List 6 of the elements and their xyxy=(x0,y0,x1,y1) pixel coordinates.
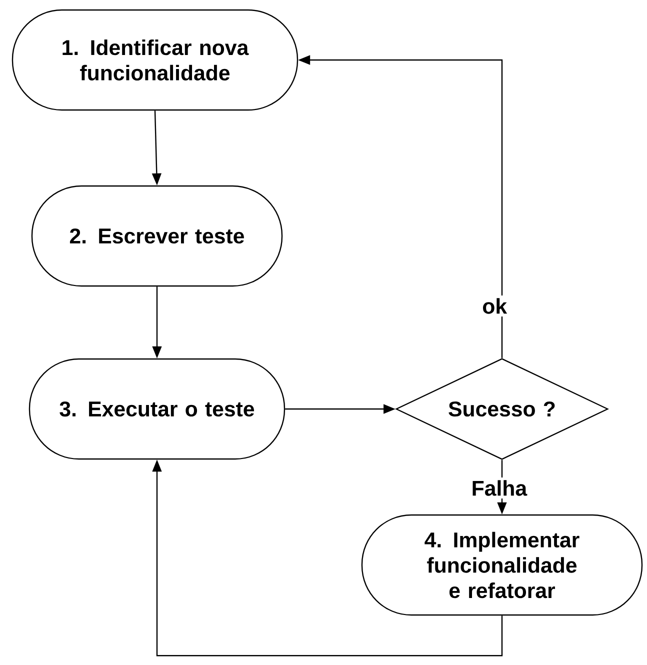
process-box: 1. Identificar nova funcionalidade xyxy=(12,9,298,111)
edge-label: ok xyxy=(480,296,510,316)
process-box: 3. Executar o teste xyxy=(28,358,286,460)
edge-label: Falha xyxy=(468,478,530,498)
process-box: 2. Escrever teste xyxy=(31,185,283,287)
process-box: 4. Implementar funcionalidade e refatorar xyxy=(361,514,643,616)
